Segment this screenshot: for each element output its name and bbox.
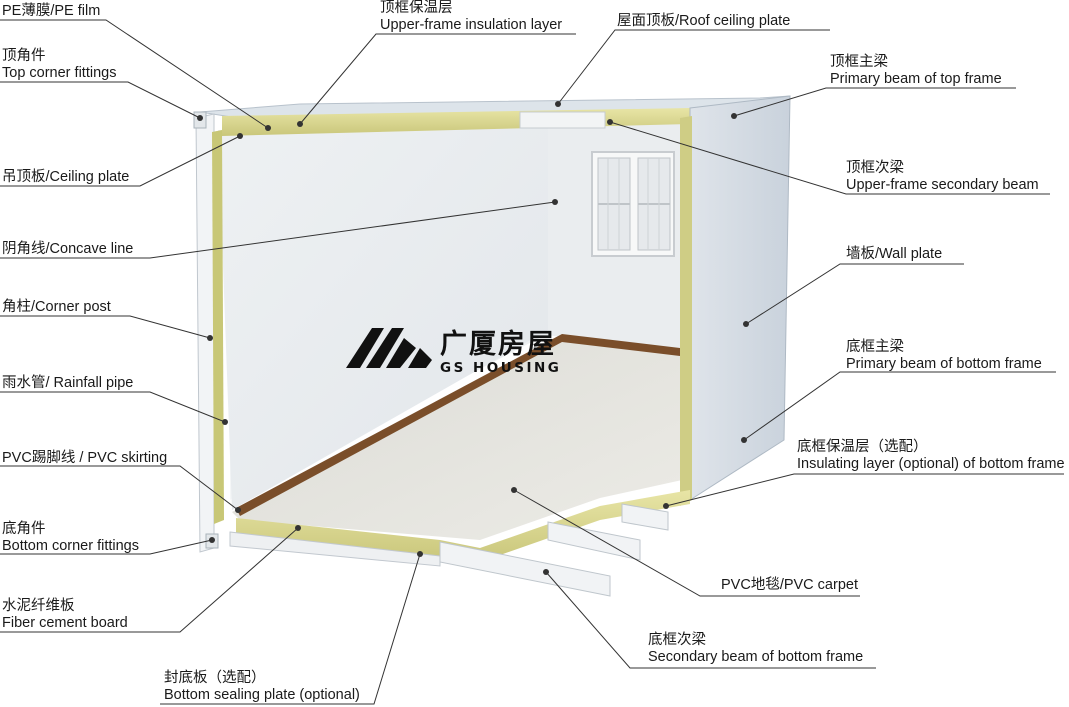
leader-ceiling-plate: [0, 135, 241, 187]
dot-roof-plate: [555, 101, 561, 107]
dot-primary-bottom: [741, 437, 747, 443]
bottom-frame-beam: [229, 531, 441, 567]
leader-primary-top: [733, 87, 1016, 117]
label-corner-post: 角柱/Corner post: [2, 299, 111, 315]
dot-primary-top: [731, 113, 737, 119]
dot-upper-insulation: [297, 121, 303, 127]
pvc-skirting-board-back: [562, 334, 680, 356]
dot-bottom-corner: [209, 537, 215, 543]
label-pe-film: PE薄膜/PE film: [2, 3, 101, 19]
right-corner-post: [680, 116, 692, 506]
leader-wall-plate: [745, 263, 964, 325]
label-concave: 阴角线/Concave line: [2, 241, 134, 257]
dot-sealing: [417, 551, 423, 557]
leader-top-corner: [0, 81, 201, 119]
corner-post-left: [195, 113, 215, 553]
leader-secondary-bottom: [545, 571, 876, 669]
dot-top-corner: [197, 115, 203, 121]
label-ceiling-plate: 吊顶板/Ceiling plate: [2, 169, 130, 185]
dot-corner-post: [207, 335, 213, 341]
right-wall-plate: [689, 95, 791, 501]
gs-housing-logo-mark: [346, 328, 432, 368]
floor-carpet: [232, 335, 682, 540]
window: [591, 151, 675, 257]
leader-rainfall: [0, 391, 226, 423]
leader-secondary-top: [609, 121, 1050, 195]
leader-sealing: [160, 553, 421, 705]
leader-upper-insulation: [299, 33, 576, 125]
dot-secondary-bottom: [543, 569, 549, 575]
leader-pe-film: [0, 19, 269, 129]
dot-concave: [552, 199, 558, 205]
dot-rainfall: [222, 419, 228, 425]
pvc-skirting-board: [236, 334, 562, 516]
bottom-secondary-beam-1: [439, 541, 611, 597]
bottom-secondary-beam-3: [621, 503, 669, 531]
label-insulation-bottom: 底框保温层（选配）Insulating layer (optional) of …: [797, 439, 1065, 472]
leader-concave: [0, 201, 556, 259]
leader-insulation-bottom: [665, 473, 1064, 507]
leader-primary-bottom: [743, 371, 1056, 441]
bottom-frame-insulation: [236, 490, 690, 562]
leader-corner-post: [0, 315, 211, 339]
leader-bottom-corner: [0, 539, 213, 555]
rainfall-pipe: [212, 130, 224, 524]
dot-pvc-skirting: [235, 507, 241, 513]
label-sealing: 封底板（选配）Bottom sealing plate (optional): [164, 670, 360, 703]
label-pvc-carpet: PVC地毯/PVC carpet: [721, 577, 858, 593]
leader-dots: [197, 101, 749, 575]
label-wall-plate: 墙板/Wall plate: [846, 246, 943, 262]
logo-english-name: GS HOUSING: [440, 360, 562, 376]
label-pvc-skirting: PVC踢脚线 / PVC skirting: [2, 450, 168, 466]
logo-chinese-name: 广厦房屋: [440, 329, 556, 360]
leader-pvc-carpet: [513, 489, 860, 597]
leader-pvc-skirting: [0, 465, 239, 511]
dot-wall-plate: [743, 321, 749, 327]
dot-fiber-cement: [295, 525, 301, 531]
dot-pvc-carpet: [511, 487, 517, 493]
top-frame-beam: [519, 111, 606, 129]
leader-roof-plate: [557, 29, 830, 105]
bottom-secondary-beam-2: [547, 521, 641, 561]
gs-housing-logo: 广厦房屋 GS HOUSING: [440, 329, 562, 377]
leader-lines: [0, 19, 1064, 705]
dot-insulation-bottom: [663, 503, 669, 509]
dot-secondary-top: [607, 119, 613, 125]
dot-ceiling-plate: [237, 133, 243, 139]
label-rainfall: 雨水管/ Rainfall pipe: [2, 375, 134, 391]
label-roof-plate: 屋面顶板/Roof ceiling plate: [617, 13, 791, 29]
leader-fiber-cement: [0, 527, 299, 633]
dot-pe-film: [265, 125, 271, 131]
